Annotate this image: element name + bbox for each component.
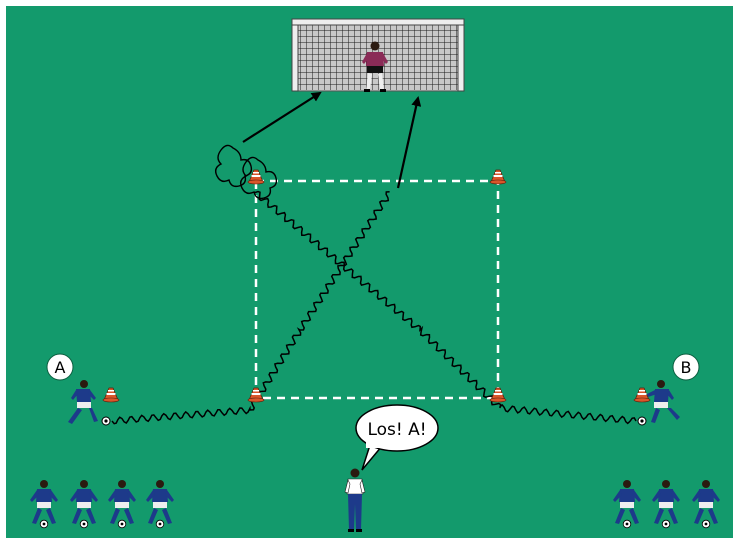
group-b-badge: B	[673, 354, 699, 380]
group-b-label: B	[681, 358, 692, 377]
group-a-label: A	[55, 358, 66, 377]
group-a-badge: A	[47, 354, 73, 380]
ball-icon	[102, 417, 110, 425]
ball-icon	[638, 417, 646, 425]
coach-speech-text: Los! A!	[367, 420, 426, 440]
waiting-players-group-b	[613, 480, 720, 528]
